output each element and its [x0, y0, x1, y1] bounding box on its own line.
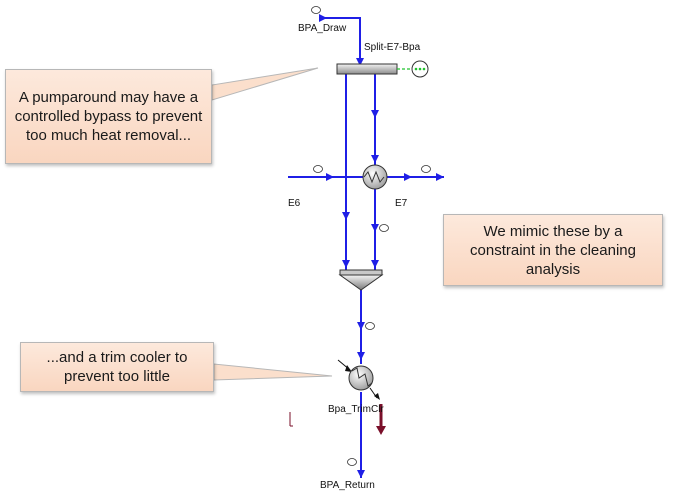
controller-dots — [414, 67, 426, 71]
stream-status-icons — [311, 6, 431, 466]
callout-bypass-pointer — [211, 67, 319, 101]
label-bpa-draw: BPA_Draw — [298, 23, 347, 34]
trim-cooler-zigzag — [351, 367, 373, 387]
utility-stream-arrow — [376, 426, 386, 435]
label-trim-cooler: Bpa_TrimClr — [328, 404, 384, 415]
splitter-block[interactable] — [336, 63, 398, 75]
label-splitter: Split-E7-Bpa — [364, 42, 421, 53]
label-bpa-return: BPA_Return — [320, 480, 375, 491]
callout-trim: ...and a trim cooler to prevent too litt… — [20, 342, 214, 392]
trim-cooler-outlet-arrow — [374, 393, 380, 400]
trim-cooler-icon[interactable] — [348, 365, 374, 391]
callout-bypass: A pumparound may have a controlled bypas… — [5, 69, 212, 164]
label-e7: E7 — [395, 198, 408, 209]
heat-exchanger-icon[interactable] — [362, 164, 388, 190]
callout-trim-text: ...and a trim cooler to prevent too litt… — [46, 349, 188, 385]
heat-exchanger-zigzag — [363, 170, 385, 184]
stream-arrows — [319, 14, 444, 478]
callout-trim-pointer — [213, 363, 333, 381]
callout-mimic-text: We mimic these by a constraint in the cl… — [470, 222, 636, 278]
callout-mimic: We mimic these by a constraint in the cl… — [443, 214, 663, 286]
mixer-icon[interactable] — [338, 269, 384, 291]
callout-bypass-text: A pumparound may have a controlled bypas… — [14, 89, 203, 144]
label-e6: E6 — [288, 198, 301, 209]
trim-cooler-inlet-arrow — [345, 365, 352, 372]
